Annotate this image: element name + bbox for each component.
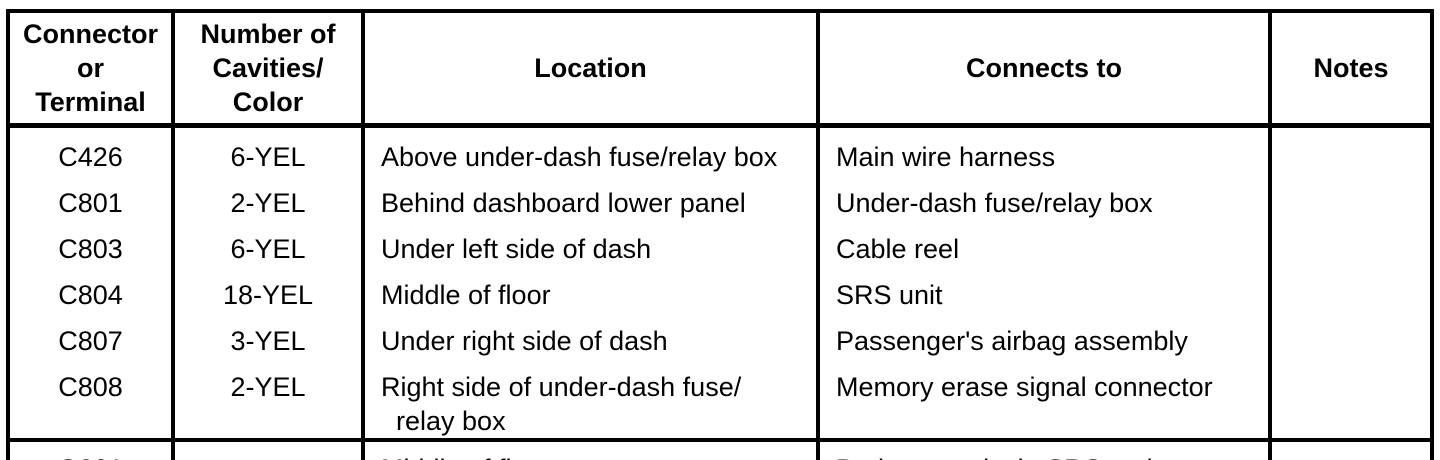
cavities-cell: 3-YEL xyxy=(175,312,365,358)
cavities-cell: 6-YEL xyxy=(175,128,365,174)
connects-cell: SRS unit xyxy=(820,266,1272,312)
connector-cell: C426 xyxy=(10,128,175,174)
connects-cell: Cable reel xyxy=(820,220,1272,266)
header-cavities: Number of Cavities/ Color xyxy=(175,13,365,123)
cavities-cell: 2-YEL xyxy=(175,358,365,438)
connector-cell: C807 xyxy=(10,312,175,358)
connector-cell: C804 xyxy=(10,266,175,312)
connects-cell: Memory erase signal connector xyxy=(820,358,1272,438)
location-cell: Above under-dash fuse/relay box xyxy=(365,128,820,174)
connector-cell: G801 xyxy=(10,442,175,460)
notes-cell xyxy=(1272,128,1430,174)
connects-cell: Body ground, via SRS main harness xyxy=(820,442,1272,460)
table-header-row: Connector or Terminal Number of Cavities… xyxy=(10,13,1430,128)
notes-cell xyxy=(1272,358,1430,438)
notes-cell xyxy=(1272,220,1430,266)
location-cell: Middle of floor xyxy=(365,442,820,460)
notes-cell xyxy=(1272,312,1430,358)
cavities-cell xyxy=(175,442,365,460)
header-connects: Connects to xyxy=(820,13,1272,123)
connector-rows-section: C426 6-YEL Above under-dash fuse/relay b… xyxy=(10,128,1430,438)
connector-table: Connector or Terminal Number of Cavities… xyxy=(6,9,1434,460)
connects-cell: Under-dash fuse/relay box xyxy=(820,174,1272,220)
notes-cell xyxy=(1272,266,1430,312)
location-cell: Under right side of dash xyxy=(365,312,820,358)
connects-cell: Passenger's airbag assembly xyxy=(820,312,1272,358)
notes-cell xyxy=(1272,174,1430,220)
cavities-cell: 6-YEL xyxy=(175,220,365,266)
connects-cell: Main wire harness xyxy=(820,128,1272,174)
cavities-cell: 18-YEL xyxy=(175,266,365,312)
notes-cell xyxy=(1272,442,1430,460)
header-connector: Connector or Terminal xyxy=(10,13,175,123)
connector-cell: C803 xyxy=(10,220,175,266)
header-notes: Notes xyxy=(1313,53,1389,83)
location-cell: Right side of under-dash fuse/ relay box xyxy=(365,358,820,438)
location-cell: Behind dashboard lower panel xyxy=(365,174,820,220)
cavities-cell: 2-YEL xyxy=(175,174,365,220)
connector-cell: C808 xyxy=(10,358,175,438)
ground-row-section: G801 Middle of floor Body ground, via SR… xyxy=(10,438,1430,460)
header-location: Location xyxy=(365,13,820,123)
location-cell: Under left side of dash xyxy=(365,220,820,266)
location-cell: Middle of floor xyxy=(365,266,820,312)
connector-cell: C801 xyxy=(10,174,175,220)
